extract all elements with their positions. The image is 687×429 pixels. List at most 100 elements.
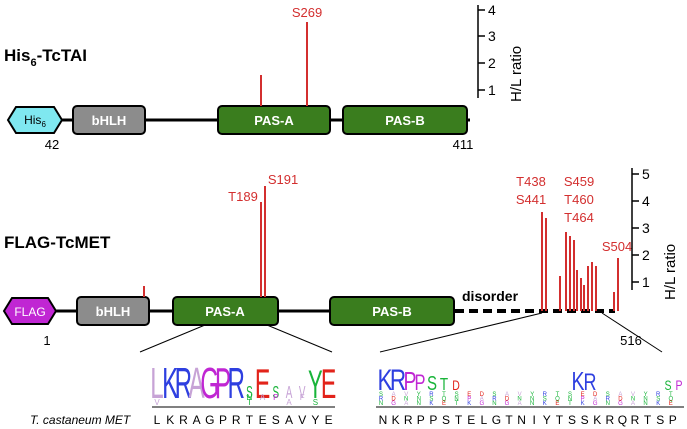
logo2-minor-letter: E [555, 401, 559, 407]
sequence2-residue: I [533, 413, 536, 427]
logo2-minor-letter: D [505, 397, 510, 403]
logo2-minor-letter: S [606, 392, 610, 398]
logo2-minor-letter: N [379, 401, 383, 407]
logo2-minor-letter: G [618, 401, 623, 407]
construct1-bhlh-label: bHLH [92, 113, 127, 128]
construct1-pasb-label: PAS-B [385, 113, 424, 128]
sequence2-residue: G [492, 413, 501, 427]
logo2-minor-letter: S [543, 397, 547, 403]
sequence1-residue: A [193, 413, 201, 427]
logo2-minor-letter: E [467, 392, 471, 398]
logo1-minor-letter: N [247, 393, 253, 402]
construct2-disorder-label: disorder [462, 288, 519, 304]
construct1-bhlh-domain [72, 105, 146, 135]
sequence2-residue: T [644, 413, 652, 427]
logo2-minor-letter: E [581, 392, 585, 398]
axis2-tick-label-4: 4 [642, 193, 650, 209]
axis2-title: H/L ratio [662, 244, 679, 300]
logo2-minor-letter: Y [417, 392, 421, 398]
logo2-minor-letter: N [404, 397, 408, 403]
logo2-minor-letter: E [669, 401, 673, 407]
sequence1-residue: E [259, 413, 267, 427]
logo2-minor-letter: S [656, 397, 660, 403]
site-s504-label: S504 [602, 239, 632, 254]
logo1-letter: G [200, 358, 219, 408]
logo2-minor-letter: D [618, 397, 623, 403]
logo2-minor-letter: E [442, 401, 446, 407]
flag-tag-shape [2, 297, 58, 325]
logo2-minor-letter: R [379, 397, 384, 403]
site-t438-label: T438 [516, 174, 546, 189]
sequence2-residue: S [568, 413, 576, 427]
sequence2-residue: R [605, 413, 614, 427]
sequence1-residue: G [205, 413, 214, 427]
logo1-minor-letter: V [154, 398, 160, 407]
logo2-minor-letter: V [631, 392, 635, 398]
logo2-minor-letter: T [669, 392, 673, 398]
logo1-letter: R [227, 358, 244, 408]
construct1-site-s269-label: S269 [292, 5, 322, 20]
logo1-minor-letter: A [260, 393, 266, 402]
construct2-title: FLAG-TcMET [4, 233, 111, 252]
sequence1-residue: P [219, 413, 227, 427]
logo2-minor-letter: V [518, 392, 522, 398]
sequence1-residue: S [272, 413, 280, 427]
logo2-minor-letter: N [631, 397, 635, 403]
logo2-minor-letter: S [455, 392, 459, 398]
logo2-minor-letter: N [568, 397, 572, 403]
logo2-minor-letter: A [480, 397, 484, 403]
sequence2-residue: R [404, 413, 413, 427]
logo2-minor-letter: T [568, 401, 572, 407]
sequence2-residue: T [556, 413, 564, 427]
logo2-minor-letter: D [593, 392, 598, 398]
logo2-zoom-left [379, 312, 543, 353]
logo2-minor-letter: Q [555, 397, 560, 403]
logo2-minor-letter: A [505, 392, 509, 398]
logo2-minor-letter: R [492, 397, 497, 403]
logo2-letter: K [571, 366, 585, 395]
sequence2-residue: R [631, 413, 640, 427]
logo1-letter: L [150, 358, 163, 408]
logo2-minor-letter: N [492, 401, 496, 407]
logo2-minor-letter: D [480, 392, 485, 398]
disorder-label-bg [458, 287, 530, 304]
sequence2-residue: S [442, 413, 450, 427]
logo1-letter: E [321, 361, 336, 408]
logo1-letter: Y [308, 362, 323, 407]
logo2-letter: R [390, 363, 406, 397]
sequence2-residue: K [392, 413, 400, 427]
construct2-pasb-domain [329, 296, 455, 326]
logo2-minor-letter: S [379, 392, 383, 398]
logo2-minor-letter: S [568, 392, 572, 398]
logo1-minor-letter: F [300, 393, 305, 402]
logo1-letter: K [162, 358, 178, 408]
sequence1-residue: L [154, 413, 161, 427]
sequence2-residue: P [417, 413, 425, 427]
logo2-minor-letter: R [606, 397, 611, 403]
logo2-minor-letter: Q [668, 397, 673, 403]
axis2-tick-label-2: 2 [642, 247, 650, 263]
logo2-minor-letter: G [505, 401, 510, 407]
axis2-tick-label-1: 1 [642, 274, 650, 290]
logo1-letter: S [272, 383, 279, 403]
logo2-minor-letter: Y [530, 392, 534, 398]
sequence1-residue: E [325, 413, 333, 427]
logo2-minor-letter: K [543, 401, 547, 407]
logo2-minor-letter: N [454, 397, 458, 403]
site-s459-label: S459 [564, 174, 594, 189]
site-t460-label: T460 [564, 192, 594, 207]
species-label: T. castaneum MET [30, 413, 132, 427]
logo1-letter: R [175, 358, 192, 408]
logo2-minor-letter: G [391, 401, 396, 407]
logo1-minor-letter: A [286, 398, 292, 407]
logo1-zoom-right [266, 324, 333, 353]
construct2-bhlh-domain [76, 296, 150, 326]
logo2-minor-letter: K [656, 401, 660, 407]
construct1-start-position: 42 [45, 137, 59, 152]
logo2-minor-letter: Q [442, 397, 447, 403]
logo1-minor-letter: P [273, 393, 278, 402]
logo2-letter: P [414, 371, 425, 396]
